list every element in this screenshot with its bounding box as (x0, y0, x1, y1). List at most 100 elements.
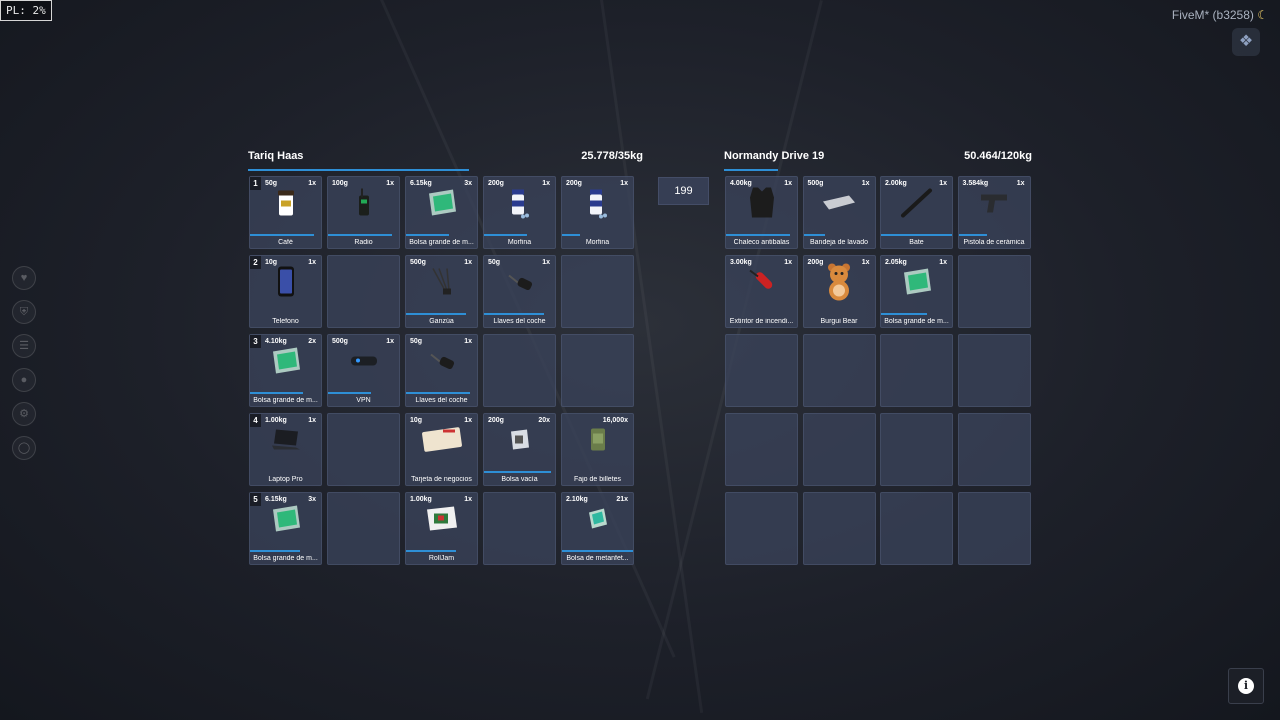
item-weight: 1.00kg (265, 417, 287, 424)
other-inventory-slot[interactable] (802, 492, 876, 565)
hotkey-number: 4 (250, 414, 261, 427)
client-version-text: FiveM* (b3258) (1171, 8, 1254, 22)
other-inventory-slot[interactable] (880, 334, 953, 407)
tray-icon (821, 194, 857, 217)
item-quantity: 1x (784, 180, 792, 187)
player-weight-fill (248, 169, 469, 171)
player-inventory-slot[interactable] (327, 413, 400, 486)
bat-icon (900, 188, 934, 223)
item-weight: 200g (566, 180, 582, 187)
durability-bar (726, 234, 790, 236)
other-inventory-slot[interactable] (880, 492, 953, 565)
player-inventory-slot[interactable] (483, 334, 556, 407)
pill-bottle-icon (586, 186, 610, 225)
player-inventory-slot[interactable] (561, 334, 634, 407)
other-inventory-slot[interactable] (802, 413, 876, 486)
item-weight: 200g (807, 259, 824, 266)
player-name: Tariq Haas (248, 150, 304, 162)
item-quantity: 16,000x (602, 417, 628, 424)
stamina-icon: ◯ (12, 436, 36, 460)
other-inventory-slot[interactable] (957, 255, 1031, 328)
other-inventory-slot[interactable] (957, 492, 1031, 565)
hotkey-number: 5 (250, 493, 261, 506)
item-label: Laptop Pro (268, 476, 303, 483)
item-quantity: 1x (464, 259, 472, 266)
item-weight: 50g (410, 338, 423, 345)
durability-bar (406, 234, 449, 236)
durability-bar (406, 550, 456, 552)
other-inventory-slot[interactable] (957, 413, 1031, 486)
fivem-logo-icon: ❖ (1232, 28, 1260, 56)
radio-icon (357, 188, 371, 223)
player-inventory-slot[interactable] (327, 255, 400, 328)
item-weight: 2.10kg (566, 496, 588, 503)
item-label: Bolsa grande de m... (409, 239, 474, 246)
player-inventory-slot[interactable] (327, 492, 400, 565)
stress-icon: ⚙ (12, 402, 36, 426)
player-inventory-slot[interactable] (561, 255, 634, 328)
item-weight: 6.15kg (410, 180, 432, 187)
other-inventory-slot[interactable] (725, 492, 798, 565)
cash-stack-icon (588, 427, 608, 458)
info-button[interactable]: i (1228, 668, 1264, 704)
other-inventory-slot[interactable] (802, 334, 876, 407)
item-weight: 3.584kg (962, 180, 989, 187)
circuit-board-icon (424, 504, 460, 539)
pistol-icon (979, 191, 1009, 220)
empty-bag-icon (509, 428, 531, 457)
item-quantity: 3x (308, 496, 316, 503)
hud-status-column: ♥ ⛨ ☰ ● ⚙ ◯ (12, 266, 36, 470)
item-weight: 500g (807, 180, 824, 187)
amount-input[interactable]: 199 (658, 177, 709, 205)
durability-bar (484, 313, 545, 315)
green-bag-icon (900, 267, 934, 302)
durability-bar (562, 550, 633, 552)
player-weight: 25.778/35kg (581, 150, 643, 162)
armor-icon: ⛨ (12, 300, 36, 324)
green-bag-icon (269, 346, 303, 381)
item-label: Extintor de incendi... (729, 318, 794, 325)
other-inventory-slot[interactable] (725, 413, 798, 486)
other-inventory-slot[interactable] (957, 334, 1031, 407)
client-version: FiveM* (b3258) ☾ (1172, 8, 1268, 22)
player-weight-bar (248, 169, 548, 171)
item-weight: 200g (488, 417, 504, 424)
durability-bar (881, 234, 952, 236)
player-inventory-slot[interactable] (483, 492, 556, 565)
other-inventory-slot[interactable] (880, 413, 953, 486)
item-label: Telefono (272, 318, 299, 325)
hotkey-number: 3 (250, 335, 261, 348)
item-quantity: 1x (939, 180, 947, 187)
durability-bar (250, 234, 314, 236)
item-weight: 6.15kg (265, 496, 287, 503)
other-inventory-slot[interactable] (725, 334, 798, 407)
item-weight: 1.00kg (410, 496, 432, 503)
durability-bar (562, 234, 580, 236)
coffee-cup-icon (275, 188, 297, 223)
